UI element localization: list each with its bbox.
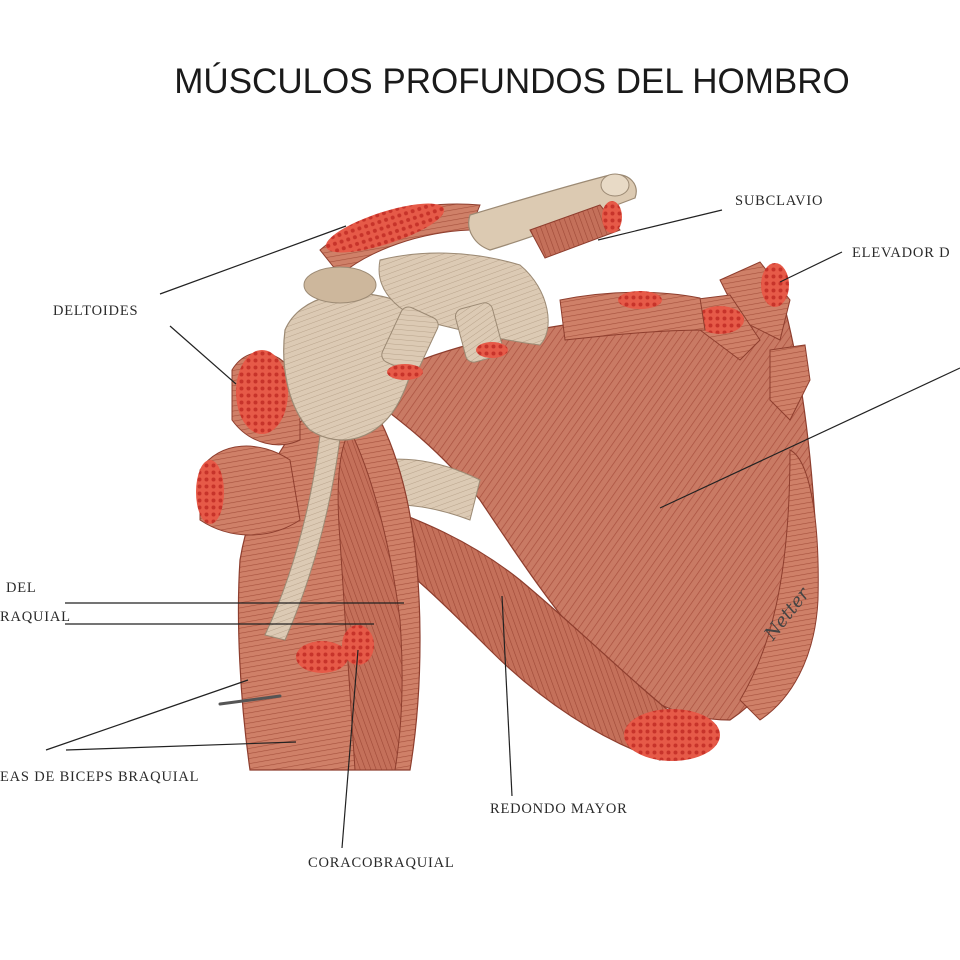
supraspinatus-cut-surface — [618, 291, 662, 309]
leader-deltoides-lower — [169, 325, 237, 385]
deltoid-upper-cut-surface — [236, 350, 288, 434]
medial-border-upper-strip — [769, 344, 811, 421]
acromion-bone — [303, 266, 377, 304]
label-elevador: ELEVADOR D — [852, 245, 951, 261]
label-redondo-mayor: REDONDO MAYOR — [490, 801, 628, 817]
page-title: MÚSCULOS PROFUNDOS DEL HOMBRO — [174, 62, 850, 101]
leader-subclavio — [597, 209, 723, 241]
label-subclavio: SUBCLAVIO — [735, 193, 824, 209]
teres-major-cut-surface — [624, 709, 720, 761]
needle-pin — [218, 694, 282, 706]
upper-scapula-cut-surface — [696, 306, 744, 334]
tendon-stump-2-cut — [476, 342, 508, 358]
subclavius-cut-surface — [602, 201, 622, 233]
leader-deltoides-upper — [159, 225, 347, 295]
leader-coracobraquial — [341, 649, 359, 849]
label-del: DEL — [6, 580, 37, 596]
label-deltoides: DELTOIDES — [53, 303, 139, 319]
leader-elevador — [779, 251, 843, 283]
supraspinatus-muscle — [559, 291, 706, 341]
biceps-cut-surface-right — [342, 625, 374, 665]
biceps-tendon — [264, 379, 346, 641]
tendon-stump-1-cut — [387, 364, 423, 380]
label-coracobraquial: CORACOBRAQUIAL — [308, 855, 455, 871]
leader-redondo-mayor — [501, 595, 513, 797]
levator-scapulae-cut-surface — [761, 263, 789, 307]
label-braquial: RAQUIAL — [0, 609, 71, 625]
leader-subscapularis — [659, 367, 960, 509]
label-biceps-braquial: EAS DE BICEPS BRAQUIAL — [0, 769, 200, 785]
coracobrachialis-muscle — [337, 428, 403, 771]
subclavius-muscle — [529, 204, 621, 259]
medial-border-muscle-strip — [739, 449, 819, 721]
leader-lines — [45, 209, 960, 849]
deltoid-lower-cut-surface — [196, 460, 224, 524]
clavicle-cut-end — [600, 173, 630, 197]
clavicle-bone — [468, 173, 637, 251]
leader-biceps-upper — [45, 679, 249, 751]
leader-biceps-lower — [65, 741, 297, 751]
biceps-cut-surface-left — [296, 641, 348, 673]
deltoid-lower-stump — [199, 445, 301, 536]
deltoid-top-cut-surface — [325, 203, 445, 253]
